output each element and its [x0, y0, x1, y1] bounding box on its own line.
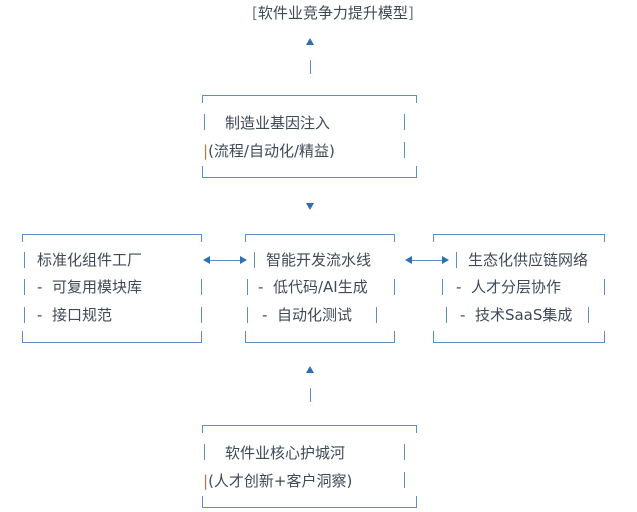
box-right-border — [201, 307, 202, 323]
box-top-border — [245, 234, 395, 235]
moat-subtitle-line: |(人才创新+客户洞察) — [203, 471, 352, 491]
paren-open: ( — [208, 142, 214, 160]
box-left-border — [202, 425, 203, 433]
box-top-border — [202, 95, 417, 96]
right-title: 生态化供应链网络 — [468, 251, 589, 269]
arrow-stem-to-center — [310, 388, 311, 402]
box-bottom-border — [433, 342, 605, 343]
box-left-border — [433, 331, 434, 342]
arrow-stem-to-title — [310, 60, 311, 74]
box-right-border — [404, 114, 405, 130]
left-item-2-text: 接口规范 — [51, 306, 112, 324]
bullet-dash: - — [258, 278, 273, 296]
moat-title: 软件业核心护城河 — [225, 444, 346, 462]
moat-subtitle: 人才创新+客户洞察 — [213, 472, 347, 490]
bullet-dash: - — [262, 306, 277, 324]
arrowhead-left — [203, 256, 210, 264]
box-right-border — [416, 95, 417, 103]
box-left-border — [433, 234, 434, 242]
box-left-border — [202, 95, 203, 103]
box-left-border — [247, 307, 248, 323]
box-bottom-border — [245, 342, 395, 343]
box-right-border — [404, 472, 405, 488]
accent-bar: | — [203, 142, 209, 160]
title-text: 软件业竞争力提升模型 — [257, 4, 408, 22]
box-right-border — [416, 425, 417, 433]
paren-open: ( — [208, 472, 214, 490]
box-left-border — [202, 166, 203, 177]
left-title: 标准化组件工厂 — [37, 251, 143, 269]
right-item-1-text: 人才分层协作 — [470, 278, 561, 296]
box-top-border — [433, 234, 605, 235]
box-left-border — [456, 252, 457, 268]
paren-close: ) — [346, 472, 353, 490]
center-item-2-text: 自动化测试 — [276, 306, 352, 324]
box-right-border — [201, 234, 202, 242]
box-right-border — [604, 331, 605, 342]
box-top-border — [202, 425, 417, 426]
right-item-2-text: 技术SaaS集成 — [474, 306, 573, 324]
box-right-border — [416, 496, 417, 507]
box-bottom-border — [202, 507, 417, 508]
bullet-dash: - — [460, 306, 475, 324]
manufacturing-subtitle-line: |(流程/自动化/精益) — [203, 141, 335, 161]
box-left-border — [247, 279, 248, 295]
arrowhead-left — [405, 256, 412, 264]
box-top-border — [22, 234, 202, 235]
box-right-border — [394, 234, 395, 242]
center-item-1-text: 低代码/AI生成 — [272, 278, 368, 296]
box-right-border — [404, 444, 405, 460]
box-left-border — [202, 496, 203, 507]
bullet-dash: - — [37, 278, 52, 296]
center-title: 智能开发流水线 — [266, 251, 372, 269]
box-left-border — [442, 279, 443, 295]
arrow-stem — [210, 260, 240, 261]
title-bracket-right: ] — [407, 4, 414, 22]
arrowhead-right — [240, 256, 247, 264]
box-left-border — [245, 234, 246, 242]
box-left-border — [204, 114, 205, 130]
box-right-border — [416, 166, 417, 177]
box-right-border — [604, 279, 605, 295]
arrow-up-to-title — [306, 38, 314, 45]
box-left-border — [24, 252, 25, 268]
manufacturing-title: 制造业基因注入 — [225, 114, 331, 132]
box-right-border — [394, 279, 395, 295]
arrowhead-right — [442, 256, 449, 264]
left-item-1-text: 可复用模块库 — [51, 278, 142, 296]
right-item-1: - 人才分层协作 — [456, 277, 561, 297]
box-left-border — [254, 252, 255, 268]
paren-close: ) — [329, 142, 335, 160]
diagram-title: [软件业竞争力提升模型] — [252, 3, 414, 23]
box-left-border — [22, 331, 23, 342]
box-left-border — [245, 331, 246, 342]
box-right-border — [404, 142, 405, 158]
accent-bar: | — [203, 472, 209, 490]
box-bottom-border — [22, 342, 202, 343]
box-right-border — [604, 234, 605, 242]
box-left-border — [446, 307, 447, 323]
box-right-border — [201, 279, 202, 295]
box-left-border — [24, 307, 25, 323]
arrow-stem — [412, 260, 442, 261]
arrow-down-to-center — [306, 203, 314, 210]
box-right-border — [394, 331, 395, 342]
title-bracket-left: [ — [252, 4, 258, 22]
box-bottom-border — [202, 177, 417, 178]
box-right-border — [201, 331, 202, 342]
center-item-2: - 自动化测试 — [262, 305, 352, 325]
box-right-border — [376, 307, 377, 323]
arrow-up-to-center — [306, 366, 314, 373]
box-left-border — [22, 234, 23, 242]
bullet-dash: - — [37, 306, 52, 324]
bullet-dash: - — [456, 278, 471, 296]
center-item-1: - 低代码/AI生成 — [258, 277, 368, 297]
box-left-border — [204, 444, 205, 460]
manufacturing-subtitle: 流程/自动化/精益 — [213, 142, 330, 160]
left-item-2: - 接口规范 — [37, 305, 112, 325]
left-item-1: - 可复用模块库 — [37, 277, 142, 297]
box-right-border — [588, 307, 589, 323]
box-left-border — [24, 279, 25, 295]
right-item-2: - 技术SaaS集成 — [460, 305, 572, 325]
